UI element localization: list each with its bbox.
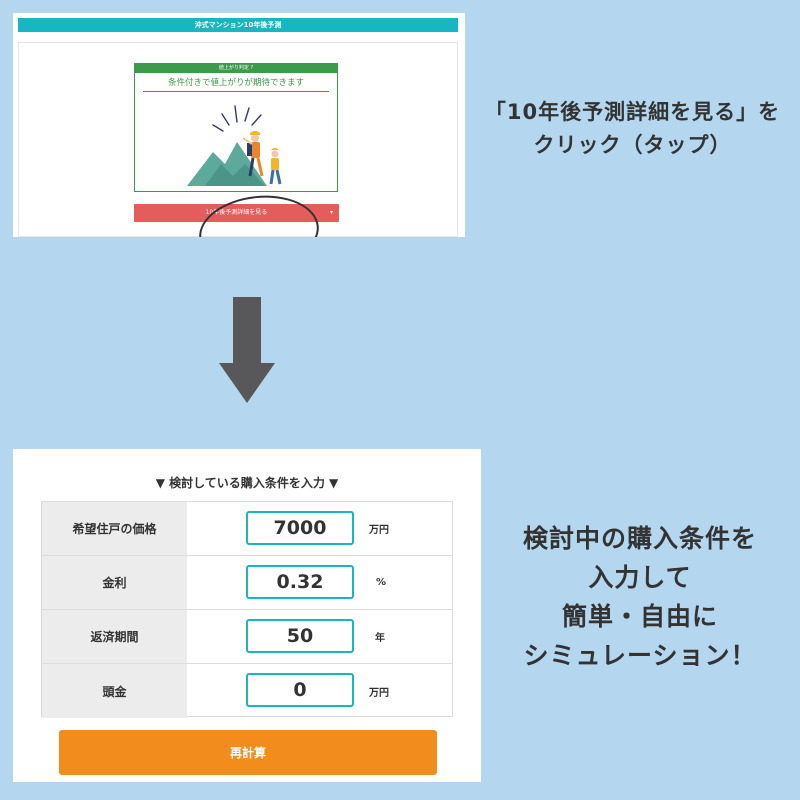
table-row-term: 返済期間 50 年 <box>42 610 452 664</box>
down-payment-label: 頭金 <box>42 664 187 718</box>
judgement-tag: 値上がり判定 ? <box>135 64 337 73</box>
price-input[interactable]: 7000 <box>246 511 354 545</box>
step2-caption-line1: 検討中の購入条件を <box>522 524 757 553</box>
mountain-climbers-illustration <box>187 105 282 186</box>
chevron-down-icon: ▾ <box>329 209 333 216</box>
detail-forecast-label: 10年後予測詳細を見る <box>205 209 268 216</box>
table-row-interest: 金利 0.32 % <box>42 556 452 610</box>
step1-caption-line1: 「10年後予測詳細を見る」を <box>484 100 781 124</box>
app-header: 沖式マンション10年後予測 <box>18 18 458 32</box>
step2-caption: 検討中の購入条件を 入力して 簡単・自由に シミュレーション！ <box>490 519 790 675</box>
step2-caption-line4: シミュレーション！ <box>523 641 757 670</box>
conditions-table: 希望住戸の価格 7000 万円 金利 0.32 % 返済期間 50 年 頭金 0… <box>41 501 453 718</box>
interest-input[interactable]: 0.32 <box>246 565 354 599</box>
judgement-divider <box>143 91 329 92</box>
table-row-price: 希望住戸の価格 7000 万円 <box>42 502 452 556</box>
step1-caption: 「10年後予測詳細を見る」を クリック（タップ） <box>465 96 800 162</box>
term-input[interactable]: 50 <box>246 619 354 653</box>
detail-forecast-button[interactable]: 10年後予測詳細を見る ▾ <box>134 204 339 222</box>
down-payment-input[interactable]: 0 <box>246 673 354 707</box>
judgement-message: 条件付きで値上がりが期待できます <box>167 78 304 88</box>
table-row-down-payment: 頭金 0 万円 <box>42 664 452 718</box>
recalculate-button[interactable]: 再計算 <box>59 730 437 775</box>
judgement-card: 値上がり判定 ? 条件付きで値上がりが期待できます <box>134 63 338 192</box>
form-title: ▼ 検討している購入条件を入力 ▼ <box>155 476 339 490</box>
step2-caption-line3: 簡単・自由に <box>561 602 718 631</box>
price-unit: 万円 <box>369 525 389 536</box>
price-label: 希望住戸の価格 <box>42 502 187 555</box>
term-label: 返済期間 <box>42 610 187 663</box>
purchase-conditions-screenshot: ▼ 検討している購入条件を入力 ▼ 希望住戸の価格 7000 万円 金利 0.3… <box>13 449 481 782</box>
term-unit: 年 <box>375 633 385 644</box>
result-screenshot: 沖式マンション10年後予測 値上がり判定 ? 条件付きで値上がりが期待できます <box>13 13 465 237</box>
result-panel <box>18 42 458 237</box>
step2-caption-line2: 入力して <box>588 563 692 592</box>
down-arrow-icon <box>219 297 275 403</box>
down-payment-unit: 万円 <box>369 687 389 699</box>
interest-label: 金利 <box>42 556 187 609</box>
step1-caption-line2: クリック（タップ） <box>533 133 732 157</box>
interest-unit: % <box>376 577 387 588</box>
